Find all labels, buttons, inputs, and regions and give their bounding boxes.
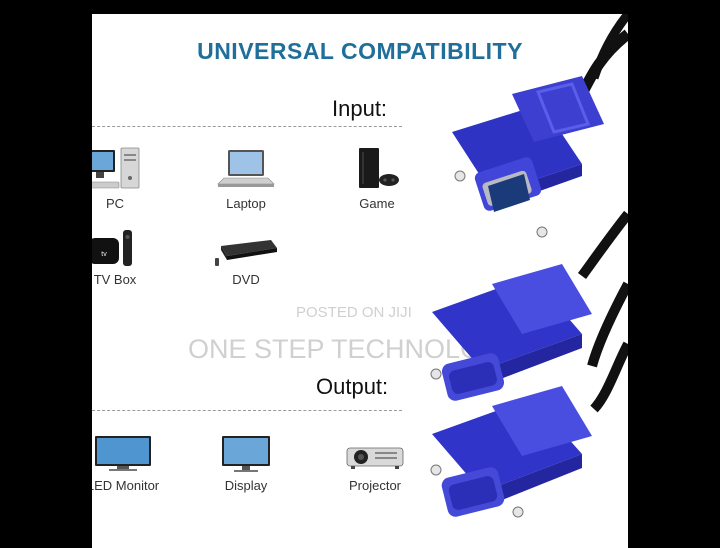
device-laptop: Laptop [191,146,301,211]
desktop-pc-icon [92,147,140,189]
device-tv-box: tv TV Box [92,228,170,287]
device-display: Display [191,434,301,493]
laptop-icon [217,150,275,187]
product-image: UNIVERSAL COMPATIBILITY Input: PC Laptop [92,14,628,548]
device-label: Laptop [226,196,266,211]
device-label: LED Monitor [92,478,160,493]
device-led-monitor: LED Monitor [92,434,178,493]
title: UNIVERSAL COMPATIBILITY [197,38,523,64]
watermark-line1: POSTED ON JIJI [296,304,412,321]
vga-female-connector [430,264,592,418]
device-label: PC [105,196,125,211]
projector-icon [346,447,404,469]
device-label: DVD [232,272,260,287]
vga-male-connector [452,76,604,238]
led-monitor-icon [95,436,151,471]
game-console-icon [359,148,399,188]
tv-box-icon: tv [92,230,132,266]
output-heading: Output: [316,374,389,399]
dvd-player-icon [215,240,277,266]
device-pc: PC [92,146,170,211]
input-divider [92,126,402,127]
device-label: Game [359,196,395,211]
device-projector: Projector [320,440,430,493]
device-label: Display [224,478,268,493]
input-heading: Input: [332,96,388,121]
device-label: TV Box [93,272,137,287]
device-dvd: DVD [191,236,301,287]
device-label: Projector [348,478,402,493]
vga-female-connector [430,386,592,518]
vga-cable-icon [430,14,628,518]
device-game: Game [322,146,432,211]
svg-text:tv: tv [101,251,107,258]
display-icon [222,436,270,472]
output-divider [92,410,402,411]
